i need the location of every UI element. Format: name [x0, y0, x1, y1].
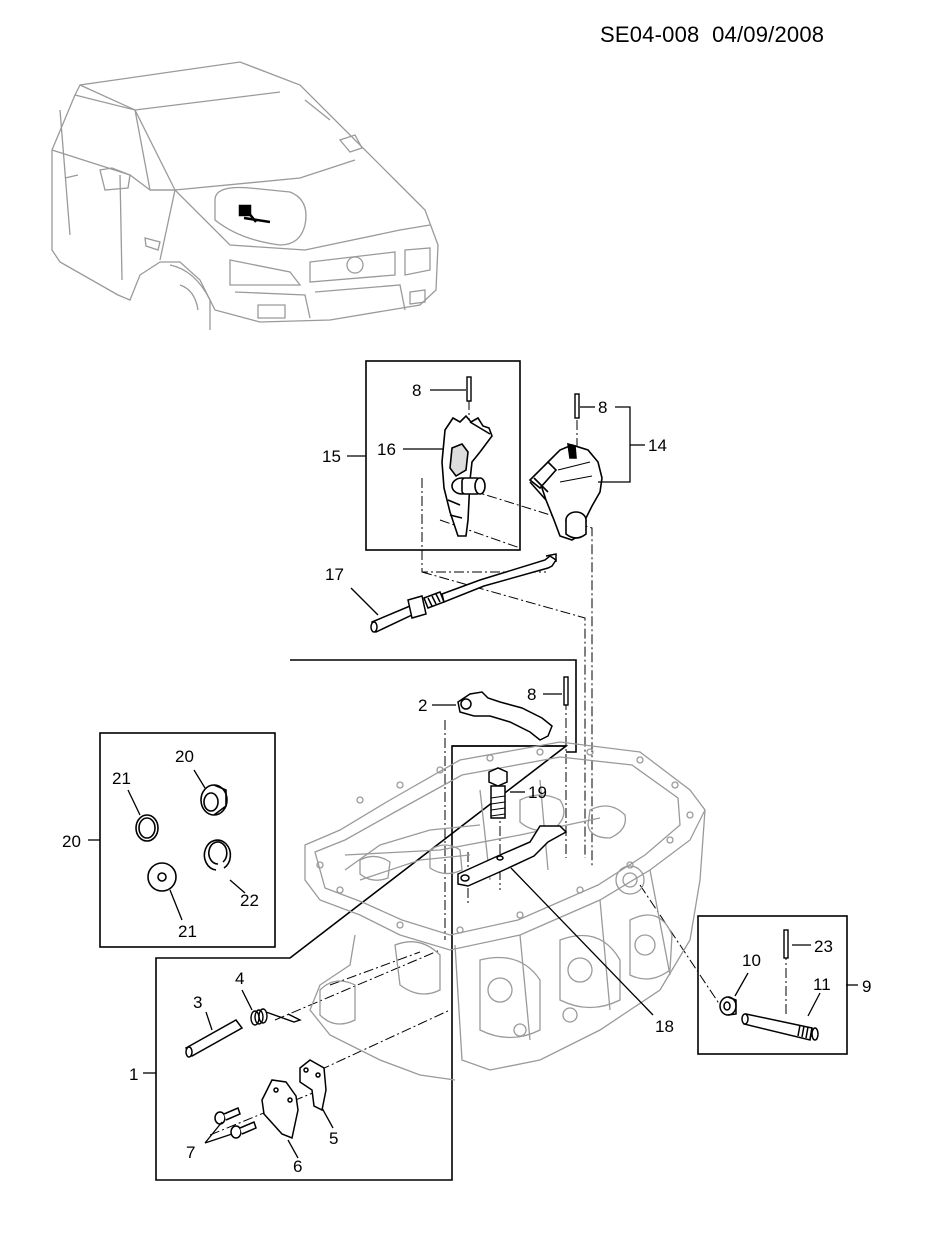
- vehicle-locator-illustration: [51, 61, 439, 330]
- location-marker-icon: [238, 204, 271, 224]
- part-16-detent-plate: [457, 825, 568, 887]
- callout-6: 6: [293, 1157, 303, 1176]
- part-22-snap-ring: [203, 839, 232, 871]
- callout-11: 11: [813, 975, 831, 994]
- callout-9: 9: [862, 977, 872, 996]
- callout-14: 16: [377, 440, 396, 459]
- callout-21: 21: [178, 922, 197, 941]
- part-2-selector-arm: [457, 691, 553, 741]
- callout-19: 21: [112, 769, 131, 788]
- part-12-neutral-switch: [528, 442, 603, 541]
- callout-13: 15: [322, 447, 341, 466]
- callout-7: 7: [186, 1143, 196, 1162]
- part-21-washer: [147, 862, 177, 892]
- part-19-o-ring: [135, 814, 159, 842]
- part-17-bolt: [488, 767, 508, 819]
- part-14-selector-lever: [441, 414, 493, 537]
- part-23-pin: [783, 929, 789, 959]
- diagram-code: SE04-008: [600, 22, 700, 47]
- part-20-bush: [200, 784, 228, 816]
- part-7-screws: [214, 1106, 257, 1139]
- callout-23: 23: [814, 937, 833, 956]
- part-6-plate: [261, 1079, 299, 1140]
- part-8-pin-upper-left: [466, 376, 472, 402]
- callout-22: 22: [240, 891, 259, 910]
- callout-18: 20: [62, 832, 81, 851]
- box-1: [155, 659, 577, 1181]
- callout-12: 14: [648, 436, 667, 455]
- part-11-shaft: [741, 1013, 819, 1041]
- callout-17: 19: [528, 783, 547, 802]
- callout-5: 5: [329, 1129, 339, 1148]
- part-8-pin-middle: [563, 676, 569, 706]
- callout-15: 17: [325, 565, 344, 584]
- part-10-bush: [719, 996, 737, 1016]
- diagram-date: 04/09/2008: [712, 22, 825, 47]
- callout-10: 10: [742, 951, 761, 970]
- callout-8-upper-left: 8: [412, 381, 422, 400]
- part-5-bracket: [299, 1059, 327, 1112]
- part-8-pin-upper-right: [574, 393, 580, 419]
- part-3-pin: [184, 1019, 244, 1058]
- callout-20: 20: [175, 747, 194, 766]
- callout-2: 2: [418, 696, 428, 715]
- part-15-selector-shaft: [370, 553, 558, 634]
- callout-8-upper-right: 8: [598, 398, 608, 417]
- part-4-spring: [250, 1008, 302, 1026]
- callout-1: 1: [129, 1065, 139, 1084]
- callout-16: 18: [655, 1017, 674, 1036]
- diagram-header: SE04-008 04/09/2008: [600, 22, 824, 48]
- callout-4: 4: [235, 969, 245, 988]
- transmission-housing-illustration: [304, 741, 706, 1081]
- callout-3: 3: [193, 993, 203, 1012]
- callout-8-middle: 8: [527, 685, 537, 704]
- leader-lines: [88, 389, 858, 1159]
